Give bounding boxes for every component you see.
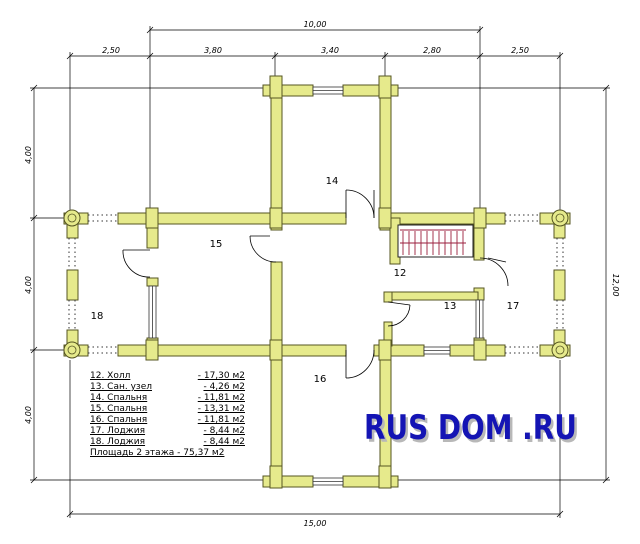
legend-row: 14. Спальня - 11,81 м2 bbox=[90, 393, 245, 404]
dim-top-seg-2: 3,80 bbox=[204, 46, 222, 55]
legend-row: 15. Спальня - 13,31 м2 bbox=[90, 404, 245, 415]
legend-room-name: 14. Спальня bbox=[90, 393, 148, 403]
dim-right-total: 12,00 bbox=[611, 274, 620, 297]
legend-row: 17. Лоджия - 8,44 м2 bbox=[90, 426, 245, 437]
brand-watermark: RUS DOM .RU bbox=[364, 408, 577, 448]
windows bbox=[148, 86, 484, 486]
room-legend: 12. Холл - 17,30 м2 13. Сан. узел - 4,26 м… bbox=[90, 371, 245, 459]
log-posts bbox=[63, 75, 569, 489]
dim-bottom-total: 15,00 bbox=[304, 519, 327, 528]
legend-row: 13. Сан. узел - 4,26 м2 bbox=[90, 382, 245, 393]
legend-room-area: - 8,44 м2 bbox=[203, 437, 245, 447]
room-label-12: 12 bbox=[394, 268, 407, 279]
dim-left-seg-2: 4,00 bbox=[24, 276, 33, 294]
dim-top-total: 10,00 bbox=[304, 20, 327, 29]
legend-room-name: 17. Лоджия bbox=[90, 426, 146, 436]
dim-top-seg-4: 2,80 bbox=[423, 46, 441, 55]
dimension-lines bbox=[30, 26, 610, 518]
legend-room-area: - 17,30 м2 bbox=[197, 371, 245, 381]
room-label-14: 14 bbox=[326, 176, 339, 187]
legend-room-name: 13. Сан. узел bbox=[90, 382, 152, 392]
dim-left-seg-3: 4,00 bbox=[24, 406, 33, 424]
legend-room-name: 15. Спальня bbox=[90, 404, 148, 414]
walls bbox=[63, 84, 571, 488]
legend-room-name: 18. Лоджия bbox=[90, 437, 146, 447]
doors bbox=[122, 189, 509, 379]
legend-room-area: - 11,81 м2 bbox=[197, 415, 245, 425]
dim-top-seg-5: 2,50 bbox=[511, 46, 529, 55]
dim-left-seg-1: 4,00 bbox=[24, 146, 33, 164]
legend-room-area: - 8,44 м2 bbox=[203, 426, 245, 436]
legend-row: 18. Лоджия - 8,44 м2 bbox=[90, 437, 245, 448]
room-label-16: 16 bbox=[314, 374, 327, 385]
room-label-15: 15 bbox=[210, 239, 223, 250]
room-label-17: 17 bbox=[507, 301, 520, 312]
legend-room-area: - 4,26 м2 bbox=[203, 382, 245, 392]
legend-row: 12. Холл - 17,30 м2 bbox=[90, 371, 245, 382]
staircase bbox=[397, 224, 474, 258]
legend-room-name: 16. Спальня bbox=[90, 415, 148, 425]
legend-total-area: Площадь 2 этажа - 75,37 м2 bbox=[90, 448, 225, 458]
dim-top-seg-3: 3,40 bbox=[321, 46, 339, 55]
legend-room-area: - 13,31 м2 bbox=[197, 404, 245, 414]
loggia-railings bbox=[68, 214, 564, 354]
dim-top-seg-1: 2,50 bbox=[102, 46, 120, 55]
room-label-18: 18 bbox=[91, 311, 104, 322]
legend-row: 16. Спальня - 11,81 м2 bbox=[90, 415, 245, 426]
legend-room-area: - 11,81 м2 bbox=[197, 393, 245, 403]
room-label-13: 13 bbox=[444, 301, 457, 312]
legend-room-name: 12. Холл bbox=[90, 371, 131, 381]
